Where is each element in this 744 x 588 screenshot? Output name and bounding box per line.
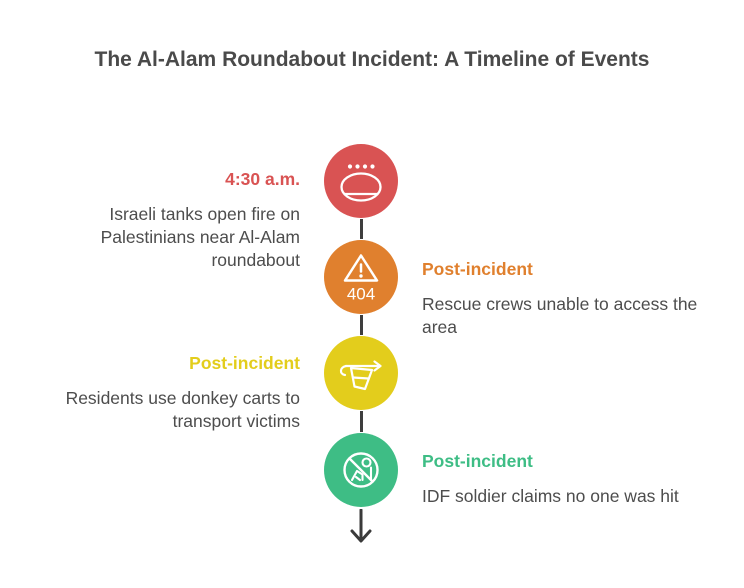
event-2-text: Post-incident Rescue crews unable to acc… — [422, 258, 722, 339]
event-4-text: Post-incident IDF soldier claims no one … — [422, 450, 734, 508]
down-arrow-icon — [350, 509, 372, 543]
warning-404-icon: 404 — [343, 254, 379, 304]
cart-icon — [339, 360, 382, 391]
event-4-description: IDF soldier claims no one was hit — [422, 486, 679, 506]
timeline-node-4 — [324, 433, 398, 507]
event-1-time-label: 4:30 a.m. — [225, 169, 300, 189]
event-2-description: Rescue crews unable to access the area — [422, 294, 698, 337]
timeline-node-2: 404 — [324, 240, 398, 314]
event-2-time-label: Post-incident — [422, 259, 533, 279]
timeline-connector — [360, 411, 363, 432]
warning-404-label: 404 — [347, 285, 375, 304]
event-1-description: Israeli tanks open fire on Palestinians … — [100, 204, 300, 270]
timeline-connector — [360, 219, 363, 239]
event-4-time-label: Post-incident — [422, 451, 533, 471]
tank-icon — [340, 164, 382, 202]
event-1-text: 4:30 a.m. Israeli tanks open fire on Pal… — [38, 168, 300, 272]
timeline-connector — [360, 315, 363, 335]
event-3-description: Residents use donkey carts to transport … — [65, 388, 300, 431]
event-3-text: Post-incident Residents use donkey carts… — [0, 352, 300, 433]
page-title-text: The Al-Alam Roundabout Incident: A Timel… — [94, 48, 650, 71]
timeline-node-1 — [324, 144, 398, 218]
no-casualty-icon — [343, 452, 379, 488]
event-3-time-label: Post-incident — [189, 353, 300, 373]
timeline-node-3 — [324, 336, 398, 410]
page-title: The Al-Alam Roundabout Incident: A Timel… — [0, 44, 744, 75]
